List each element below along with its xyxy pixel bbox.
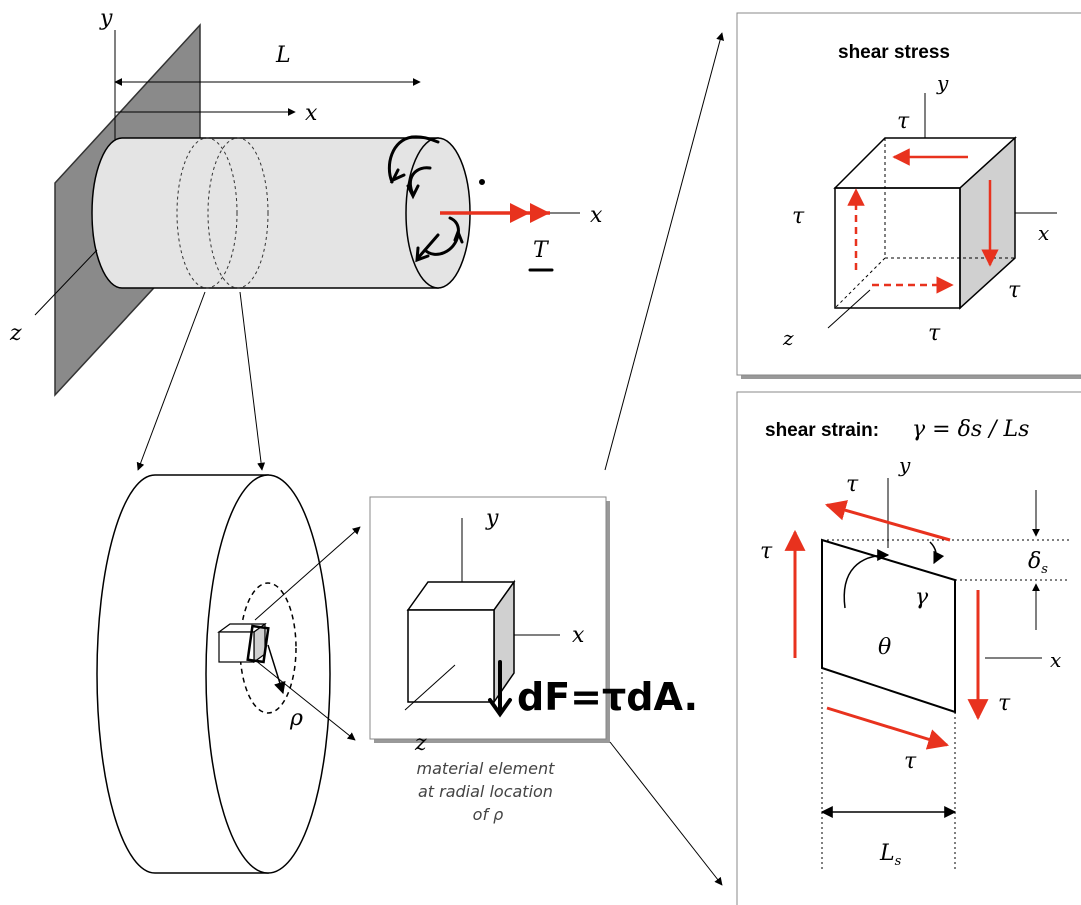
pointer-to-element-top (254, 526, 361, 621)
strain-formula: γ = δs / Ls (912, 417, 1029, 442)
handwritten-annotation (387, 135, 554, 272)
strain-tau-top: τ (846, 472, 859, 497)
stress-z-label: z (782, 326, 794, 350)
shaft-x-dim-label: x (305, 101, 318, 126)
stress-cube-front (834, 187, 961, 309)
shaft-body (91, 137, 439, 289)
section-cut-2 (207, 137, 269, 289)
torque-label: T (533, 238, 550, 263)
stress-x-label: x (1038, 221, 1049, 245)
force-annotation: dF=τdA. (517, 675, 698, 719)
pointer-to-strain-panel (609, 741, 723, 886)
rho-label: ρ (289, 706, 303, 731)
torque-vector (440, 203, 550, 223)
delta-s-label: δs (1028, 549, 1048, 577)
strain-y-label: y (898, 453, 911, 477)
shaft-figure: y L x x z T (9, 6, 603, 397)
theta-label: θ (878, 635, 891, 660)
element-caption: material element at radial location of ρ (417, 759, 560, 824)
tau-top: τ (897, 109, 910, 134)
strain-tau-bottom: τ (904, 749, 917, 774)
tau-left: τ (792, 204, 805, 229)
gamma-label: γ (915, 585, 929, 610)
shear-strain-title: shear strain: (765, 420, 879, 441)
disk-slice: ρ (96, 474, 331, 874)
strain-tau-right: τ (998, 691, 1011, 716)
z-axis-line (34, 249, 98, 316)
Ls-label: Ls (879, 841, 902, 869)
material-element-panel: y x z dF=τdA. material element at radial… (369, 496, 698, 824)
shaft-x-axis-label: x (590, 203, 603, 228)
strain-tau-left: τ (760, 539, 773, 564)
radial-location-circle (239, 582, 297, 714)
shaft-y-label: y (99, 6, 113, 31)
element-z-label: z (414, 731, 427, 756)
shear-stress-panel: shear stress y x z τ τ τ τ (736, 12, 1081, 379)
tau-right: τ (1008, 278, 1021, 303)
shear-stress-title: shear stress (838, 42, 950, 63)
shaft-length-label: L (275, 43, 291, 68)
pointer-to-disk-left (136, 291, 206, 471)
strain-x-label: x (1050, 648, 1061, 672)
element-x-label: x (572, 623, 585, 648)
section-cut-1 (176, 137, 238, 289)
pointer-to-element-bottom (254, 659, 356, 741)
pointer-to-disk-right (239, 291, 266, 471)
stress-y-label: y (936, 71, 949, 95)
pointer-to-stress-panel (604, 32, 725, 471)
strain-arrow-bottom (826, 706, 950, 750)
tau-bottom: τ (928, 321, 941, 346)
element-y-label: y (485, 506, 499, 531)
disk-face (205, 474, 331, 874)
element-cube (407, 609, 495, 703)
strain-arrow-top (824, 500, 951, 542)
shear-strain-panel: shear strain: γ = δs / Ls y x τ τ τ τ δs… (736, 391, 1081, 905)
radius-arrow (267, 644, 286, 695)
shaft-z-label: z (9, 321, 22, 346)
